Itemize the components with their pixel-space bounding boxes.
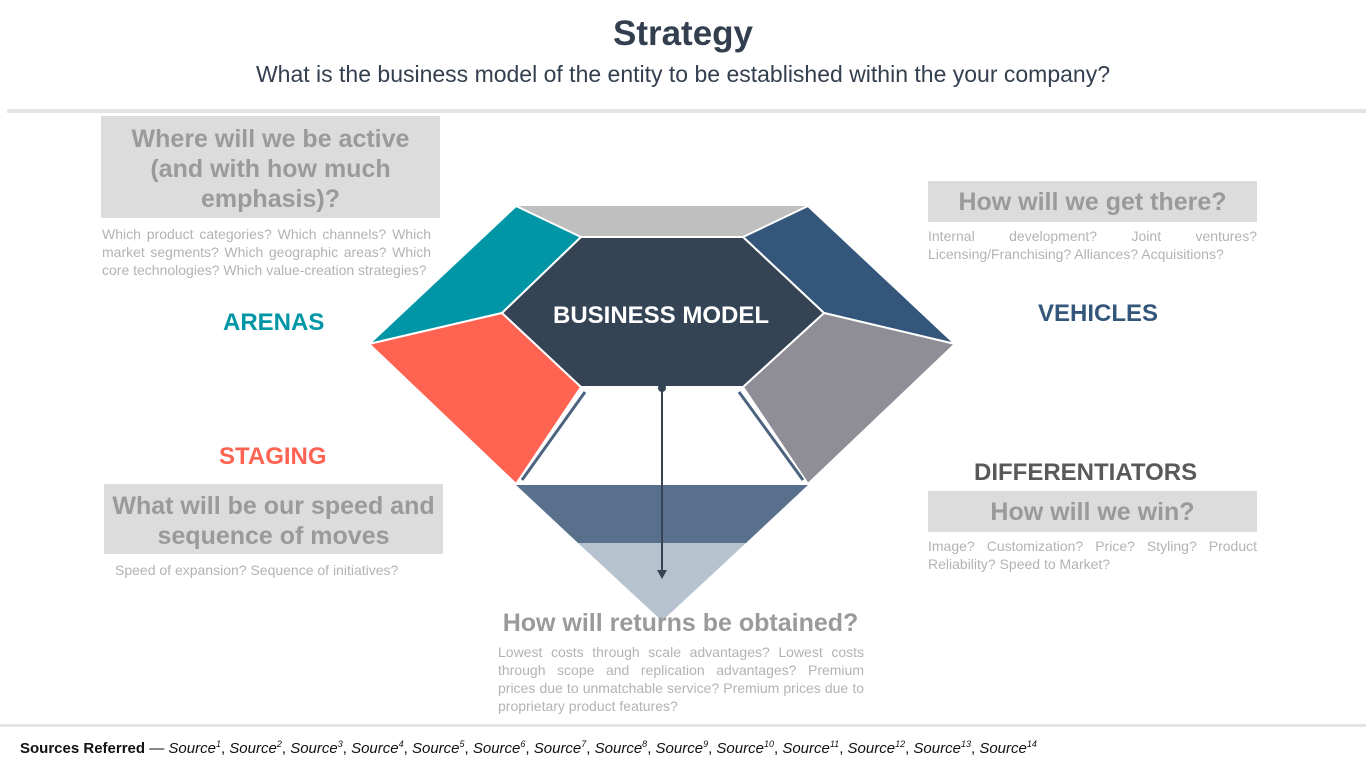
source-link[interactable]: Source3 — [290, 739, 343, 757]
inner-edge-left — [520, 391, 587, 481]
source-link[interactable]: Source9 — [655, 739, 709, 757]
arenas-description: Which product categories? Which channels… — [102, 226, 431, 278]
source-list: Source1, Source2, Source3, Source4, Sour… — [168, 739, 1037, 757]
arenas-question-box: Where will we be active (and with how mu… — [101, 116, 440, 218]
vehicles-question-box: How will we get there? — [928, 181, 1257, 222]
inner-edge-right — [737, 391, 805, 481]
arenas-label: ARENAS — [223, 309, 325, 336]
source-link[interactable]: Source10 — [716, 739, 774, 757]
staging-label: STAGING — [219, 443, 327, 470]
vehicles-description: Internal development? Joint ventures? Li… — [928, 228, 1257, 262]
source-link[interactable]: Source11 — [782, 739, 840, 757]
source-link[interactable]: Source2 — [229, 739, 282, 757]
staging-description: Speed of expansion? Sequence of initiati… — [115, 562, 399, 578]
sources-footer: Sources Referred — Source1, Source2, Sou… — [20, 739, 1037, 757]
source-link[interactable]: Source8 — [594, 739, 648, 757]
differentiators-label: DIFFERENTIATORS — [974, 459, 1198, 486]
source-link[interactable]: Source6 — [472, 739, 526, 757]
source-link[interactable]: Source13 — [913, 739, 971, 757]
source-link[interactable]: Source14 — [979, 739, 1037, 757]
source-link[interactable]: Source12 — [847, 739, 906, 757]
source-link[interactable]: Source4 — [351, 739, 404, 757]
sources-separator: — — [149, 740, 165, 757]
differentiators-question-box: How will we win? — [928, 491, 1257, 532]
page-title: Strategy — [612, 14, 754, 53]
source-link[interactable]: Source5 — [411, 739, 465, 757]
top-facet — [516, 206, 808, 237]
source-link[interactable]: Source1 — [168, 739, 221, 757]
lower-band-light — [578, 543, 746, 621]
business-model-label: BUSINESS MODEL — [552, 302, 770, 329]
returns-description: Lowest costs through scale advantages? L… — [498, 644, 864, 714]
source-link[interactable]: Source7 — [533, 739, 587, 757]
vehicles-label: VEHICLES — [1038, 300, 1159, 327]
staging-question-box: What will be our speed and sequence of m… — [104, 484, 443, 554]
business-model-hexagon — [500, 236, 826, 388]
returns-question: How will returns be obtained? — [502, 609, 859, 637]
page-subtitle: What is the business model of the entity… — [255, 61, 1111, 87]
header-divider — [7, 109, 1366, 113]
sources-label: Sources Referred — [20, 740, 146, 757]
down-arrow-head — [657, 570, 667, 579]
differentiators-description: Image? Customization? Price? Styling? Pr… — [928, 538, 1257, 572]
footer-divider — [0, 724, 1366, 727]
